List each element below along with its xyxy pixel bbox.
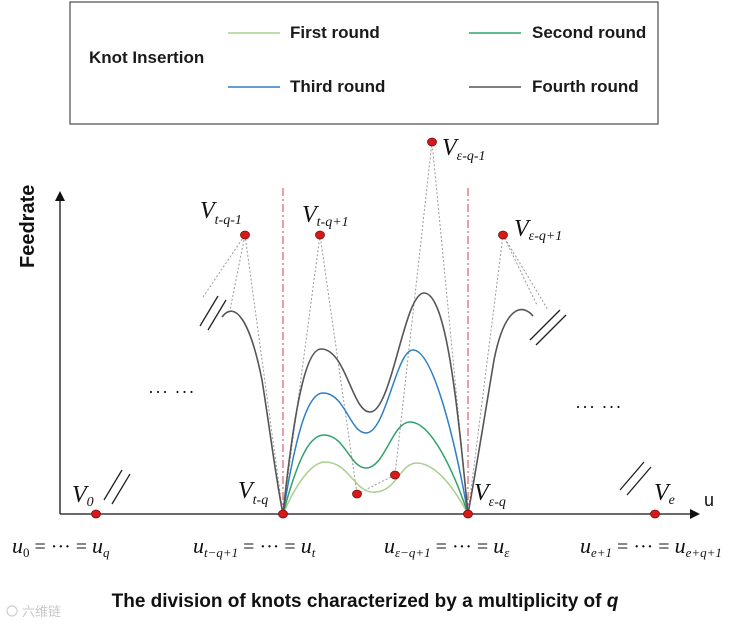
knot-label-group-2: ut−q+1 = ··· = ut: [193, 533, 316, 560]
break-mark-lower-left-2: [111, 473, 131, 505]
control-point-veq+1: [498, 230, 508, 240]
break-mark-lower-left-1: [103, 469, 123, 501]
control-point-v0: [91, 509, 101, 519]
legend-title: Knot Insertion: [89, 48, 204, 67]
control-polygon-mid: [356, 141, 469, 515]
legend-label-second-round: Second round: [532, 23, 646, 42]
curve-third-round: [282, 349, 469, 515]
control-point-vtq-1: [240, 230, 250, 240]
label-ve: Ve: [654, 480, 675, 508]
knot-label-group-3: uε−q+1 = ··· = uε: [384, 533, 510, 560]
label-veq: Vε-q: [474, 480, 506, 510]
watermark: 六维链: [6, 605, 61, 620]
control-polygon-left-down: [244, 234, 284, 515]
label-vtq: Vt-q: [238, 478, 268, 508]
legend-label-third-round: Third round: [290, 77, 385, 96]
curve-fourth-round: [282, 292, 469, 515]
label-vtq-1: Vt-q-1: [200, 198, 242, 228]
control-polygon-right-2: [502, 234, 549, 311]
break-mark-lower-right-1: [619, 461, 645, 491]
control-polygon-right: [467, 233, 538, 515]
break-mark-lower-right-2: [626, 466, 652, 496]
control-polygon: [202, 141, 549, 515]
legend-label-fourth-round: Fourth round: [532, 77, 639, 96]
y-axis-label: Feedrate: [17, 185, 39, 268]
axes: Feedrate u: [17, 185, 714, 519]
control-point-inner-left: [352, 489, 362, 499]
watermark-logo-icon: [6, 605, 18, 617]
outer-curve-left: [221, 310, 284, 515]
label-veq-1: Vε-q-1: [442, 135, 486, 164]
control-point-veq: [463, 509, 473, 519]
control-point-vtq+1: [315, 230, 325, 240]
control-polygon-left: [202, 234, 246, 311]
label-veq+1: Vε-q+1: [514, 216, 562, 244]
legend-label-first-round: First round: [290, 23, 380, 42]
control-point-ve: [650, 509, 660, 519]
label-vtq+1: Vt-q+1: [302, 202, 349, 230]
ellipsis-left: ··· ···: [148, 382, 195, 402]
figure-caption: The division of knots characterized by a…: [112, 591, 619, 612]
label-v0: V0: [72, 482, 94, 510]
ellipsis-right: ··· ···: [575, 397, 622, 417]
curve-first-round: [282, 461, 469, 515]
control-point-markers: [91, 137, 660, 519]
break-mark-upper-left-2: [207, 299, 227, 331]
legend-frame: [69, 1, 659, 125]
outer-curve-right: [467, 308, 534, 515]
knot-label-group-4: ue+1 = ··· = ue+q+1: [580, 533, 722, 560]
curve-second-round: [282, 421, 469, 515]
control-point-inner-right: [390, 470, 400, 480]
break-mark-upper-right-1: [529, 309, 561, 341]
watermark-text: 六维链: [22, 605, 61, 620]
legend: Knot Insertion First round Second round …: [69, 1, 659, 125]
x-axis-label: u: [704, 490, 714, 510]
control-point-vtq: [278, 509, 288, 519]
control-point-veq-1: [427, 137, 437, 147]
break-marks: [103, 295, 652, 505]
break-mark-upper-right-2: [535, 314, 567, 346]
break-mark-upper-left-1: [199, 295, 219, 327]
knot-label-group-1: u0 = ··· = uq: [12, 533, 110, 560]
